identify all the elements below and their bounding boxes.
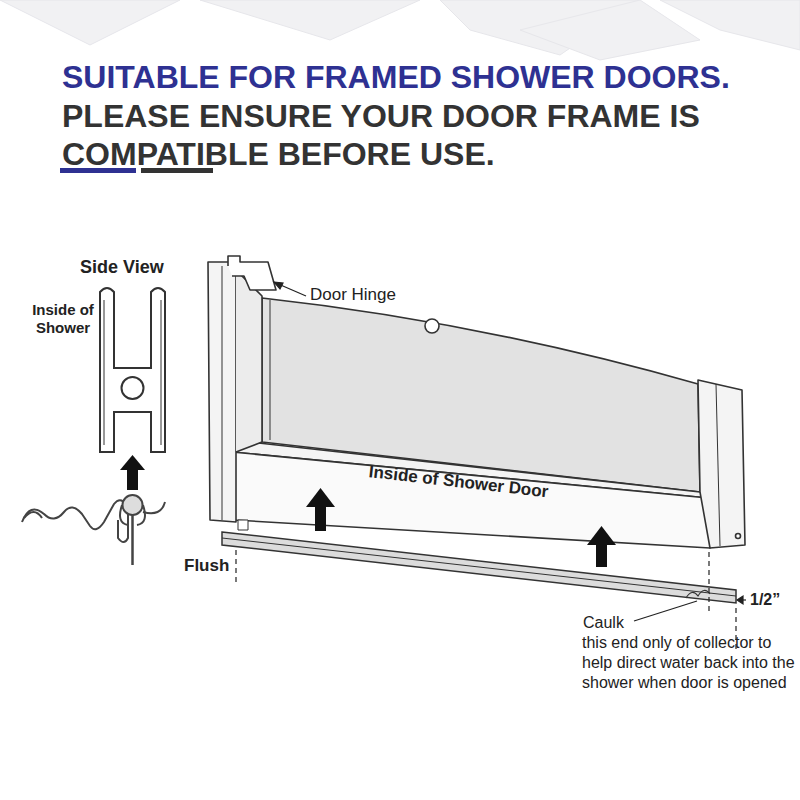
shower-door — [208, 256, 745, 548]
note-heading: Caulk — [583, 613, 624, 632]
seal-profile — [22, 495, 165, 565]
channel-profile — [100, 288, 165, 452]
background-pattern — [0, 0, 800, 60]
side-label: Inside of Shower — [22, 301, 104, 337]
water-collector — [222, 532, 736, 603]
dimension-label: Flush — [184, 556, 229, 576]
leader-line — [274, 282, 746, 621]
part-label: Door Hinge — [310, 285, 396, 305]
install-arrow — [306, 488, 616, 567]
heading-note: PLEASE ENSURE YOUR DOOR FRAME IS COMPATI… — [62, 97, 762, 173]
insert-arrow — [120, 455, 145, 490]
dimension-label: 1/2” — [750, 590, 780, 609]
note-text: this end only of collector to help direc… — [582, 633, 796, 693]
heading: SUITABLE FOR FRAMED SHOWER DOORS. — [62, 58, 730, 96]
view-label: Side View — [80, 256, 164, 278]
